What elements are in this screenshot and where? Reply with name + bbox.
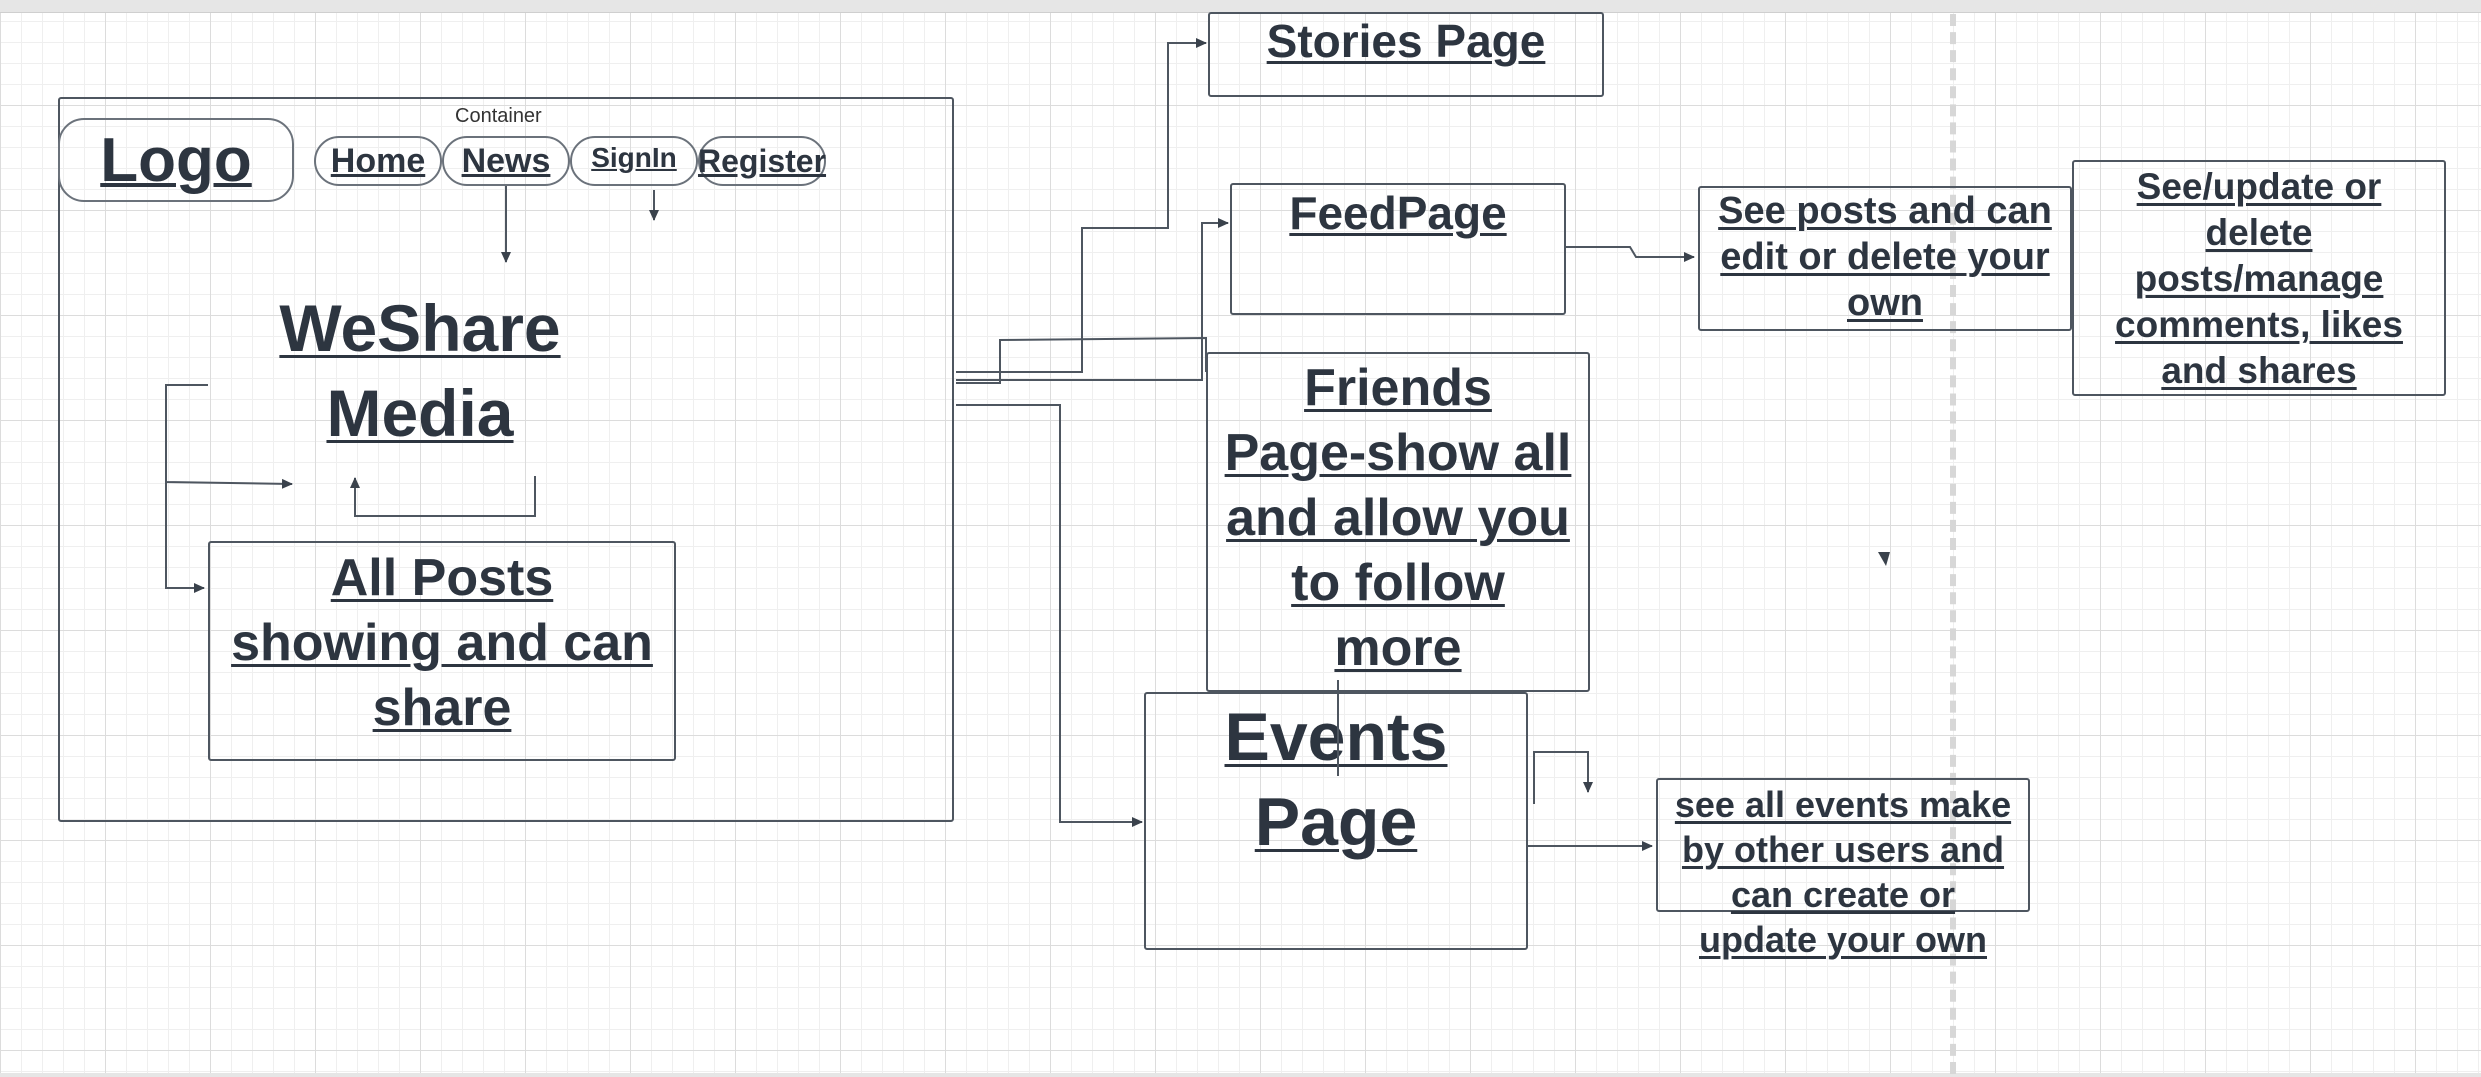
feed-page-box[interactable]	[1230, 183, 1566, 315]
friends-page-line5: more	[1334, 619, 1462, 677]
page-boundary-dashed-line	[1950, 14, 1956, 1074]
events-detail-line3: can create or	[1730, 874, 1956, 915]
all-posts-box[interactable]	[208, 541, 676, 761]
nav-register[interactable]: Register	[698, 136, 826, 186]
feed-manage-line3: posts/manage	[2134, 258, 2384, 299]
events-page-box[interactable]	[1144, 692, 1528, 950]
stray-arrowhead	[1878, 552, 1890, 566]
hero-title-line1: WeShare	[279, 291, 561, 365]
events-detail-line2: by other users and	[1681, 829, 2005, 870]
logo[interactable]: Logo	[58, 118, 294, 202]
nav-home[interactable]: Home	[314, 136, 442, 186]
container-frame[interactable]	[58, 97, 954, 822]
stories-page-box[interactable]	[1208, 12, 1604, 97]
friends-page-line4: to follow	[1291, 554, 1505, 612]
feed-detail-line2: edit or delete your	[1720, 236, 2050, 278]
events-page-line1: Events	[1224, 699, 1448, 775]
friends-page-box[interactable]	[1206, 352, 1590, 692]
events-page-line2: Page	[1254, 784, 1418, 860]
feed-detail-line1: See posts and can	[1718, 190, 2052, 232]
events-detail-line4: update your own	[1699, 919, 1987, 960]
feed-manage-line2: delete	[2205, 212, 2313, 253]
feed-manage-line5: and shares	[2161, 350, 2357, 391]
nav-news[interactable]: News	[442, 136, 570, 186]
friends-page-line1: Friends	[1304, 359, 1492, 417]
all-posts-line2: showing and can	[231, 614, 653, 672]
connector-to-stories	[956, 38, 1207, 373]
connector-to-events	[956, 404, 1143, 827]
connector-events-loop	[1533, 751, 1593, 804]
all-posts-line3: share	[372, 679, 512, 737]
feed-page-label: FeedPage	[1289, 187, 1507, 239]
feed-detail-line3: own	[1847, 282, 1923, 324]
canvas-bottom-rule	[0, 1073, 2481, 1077]
feed-manage-line1: See/update or	[2136, 166, 2382, 207]
container-label: Container	[455, 105, 542, 127]
events-detail-box[interactable]	[1656, 778, 2030, 912]
events-detail-line1: see all events make	[1674, 784, 2012, 825]
connector-to-feed	[956, 218, 1229, 381]
friends-page-line2: Page-show all	[1224, 424, 1572, 482]
friends-page-line3: and allow you	[1226, 489, 1570, 547]
feed-detail-box[interactable]	[1698, 186, 2072, 331]
connector-feed-to-detail	[1566, 246, 1695, 262]
all-posts-line1: All Posts	[330, 549, 554, 607]
feed-manage-box[interactable]	[2072, 160, 2446, 396]
hero-title-line2: Media	[326, 376, 514, 450]
feed-manage-line4: comments, likes	[2115, 304, 2403, 345]
nav-signin[interactable]: SignIn	[570, 136, 698, 186]
connector-to-friends	[956, 336, 1207, 384]
stories-page-label: Stories Page	[1266, 15, 1546, 67]
